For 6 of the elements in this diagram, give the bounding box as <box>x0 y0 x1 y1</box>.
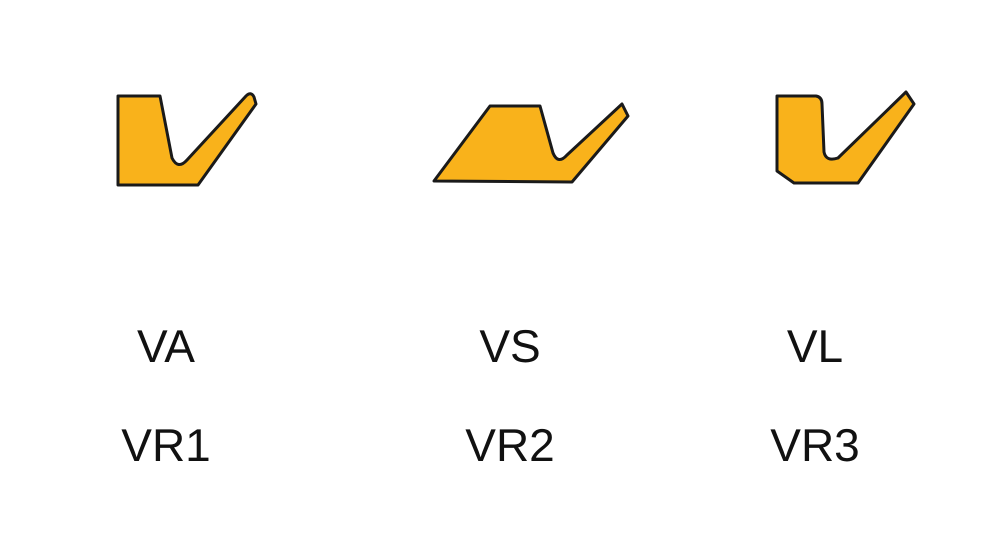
type-label: VR1 <box>121 422 211 468</box>
type-label: VR2 <box>465 422 555 468</box>
type-label: VR3 <box>770 422 860 468</box>
type-label: VS <box>479 323 541 369</box>
type-label: VA <box>137 323 195 369</box>
type-label: VL <box>786 323 844 369</box>
